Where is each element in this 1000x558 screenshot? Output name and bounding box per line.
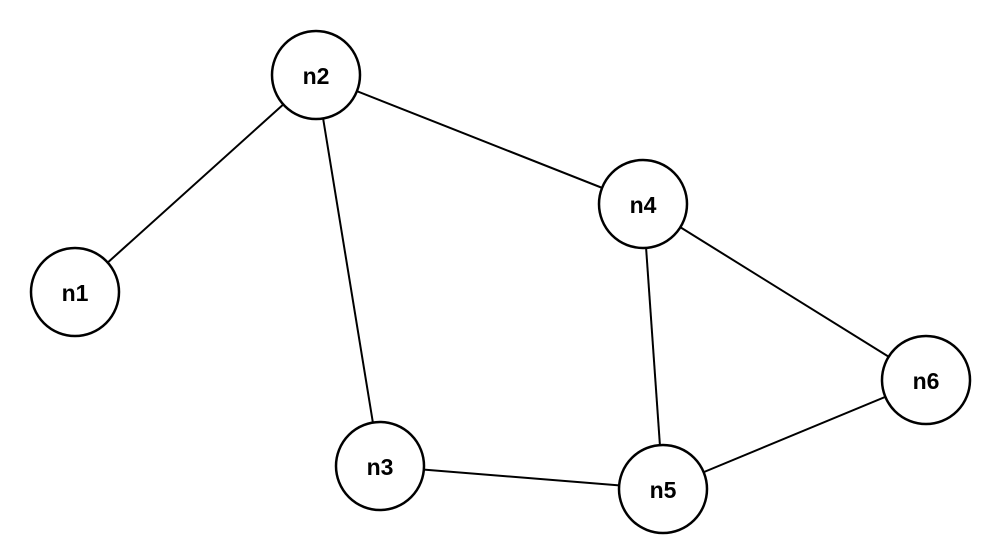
node-n3: n3 [334, 420, 426, 512]
node-circle-n3 [334, 420, 426, 512]
edge-n3-n5 [379, 465, 664, 490]
edge-n2-n4 [315, 74, 644, 205]
node-label-n6: n6 [913, 368, 940, 394]
node-label-n2: n2 [303, 63, 330, 89]
node-label-n3: n3 [367, 454, 394, 480]
edge-n1-n2 [74, 74, 317, 293]
node-label-n1: n1 [62, 280, 89, 306]
edge-n4-n5 [642, 203, 664, 490]
node-circle-n1 [29, 246, 121, 338]
edge-n2-n3 [315, 74, 381, 467]
node-label-n5: n5 [650, 477, 677, 503]
node-n4: n4 [597, 158, 689, 250]
node-circle-n2 [270, 29, 362, 121]
edges-layer [74, 74, 927, 490]
node-n6: n6 [880, 334, 972, 426]
node-n2: n2 [270, 29, 362, 121]
node-n1: n1 [29, 246, 121, 338]
node-label-n4: n4 [630, 192, 657, 218]
node-circle-n4 [597, 158, 689, 250]
edge-n5-n6 [662, 379, 927, 490]
node-circle-n6 [880, 334, 972, 426]
node-n5: n5 [617, 443, 709, 535]
nodes-layer: n1 n2 n3 n4 n5 n6 [29, 29, 972, 535]
node-circle-n5 [617, 443, 709, 535]
edge-n4-n6 [642, 203, 927, 381]
